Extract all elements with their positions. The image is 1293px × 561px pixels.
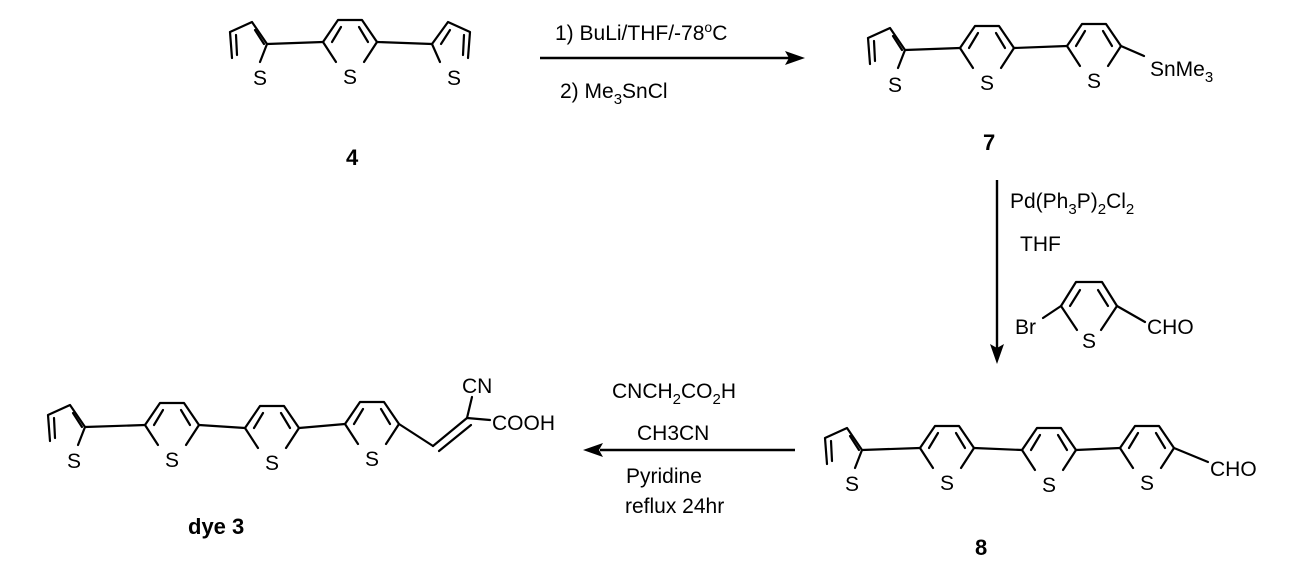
compound-7-sulfur-2: S [980,72,994,95]
dye-3-carboxylic-acid-group: COOH [492,412,555,435]
step2-bromothiophene-aldehyde: Br S CHO [1015,280,1194,353]
step2-arrowhead [990,344,1004,364]
compound-4-sulfur-1: S [253,67,267,90]
compound-8-sulfur-1: S [845,473,859,496]
compound-8-label: 8 [975,535,987,560]
step2-reagent-sulfur: S [1082,330,1096,353]
step3-reagent: CNCH2CO2H [612,380,736,408]
compound-8-aldehyde-group: CHO [1210,458,1257,481]
compound-4-sulfur-2: S [343,66,357,89]
step1-reagent-2: 2) Me3SnCl [560,80,668,108]
step2-catalyst: Pd(Ph3P)2Cl2 [1010,190,1134,218]
step2-solvent: THF [1020,233,1061,256]
step1-reagent-1: 1) BuLi/THF/-78oC [555,19,727,45]
compound-7-sulfur-1: S [888,74,902,97]
dye-3-cyano-group: CN [462,375,492,398]
step2-aldehyde-group: CHO [1147,316,1194,339]
dye-3-sulfur-1: S [67,450,81,473]
compound-4-label: 4 [346,145,359,170]
compound-4-structure: S S S [228,18,472,90]
dye-3-label: dye 3 [188,514,244,539]
dye-3-structure: S S S S CN COOH [46,375,555,475]
compound-8-sulfur-4: S [1140,472,1154,495]
compound-4-sulfur-3: S [447,67,461,90]
step2-bromo-group: Br [1015,316,1036,339]
step3-solvent: CH3CN [637,422,709,445]
dye-3-sulfur-3: S [265,452,279,475]
compound-8-sulfur-3: S [1042,474,1056,497]
step1-arrowhead [785,51,805,65]
compound-7-label: 7 [983,130,995,155]
step3-arrowhead [583,443,603,457]
step3-conditions: reflux 24hr [625,495,724,518]
compound-8-structure: S S S S CHO [823,424,1257,497]
dye-3-sulfur-4: S [365,448,379,471]
compound-7-structure: S S S SnMe3 [866,22,1213,97]
compound-7-stannyl-group: SnMe3 [1150,58,1213,86]
compound-8-sulfur-2: S [940,472,954,495]
step3-base: Pyridine [626,465,702,488]
compound-7-sulfur-3: S [1087,70,1101,93]
dye-3-sulfur-2: S [165,449,179,472]
